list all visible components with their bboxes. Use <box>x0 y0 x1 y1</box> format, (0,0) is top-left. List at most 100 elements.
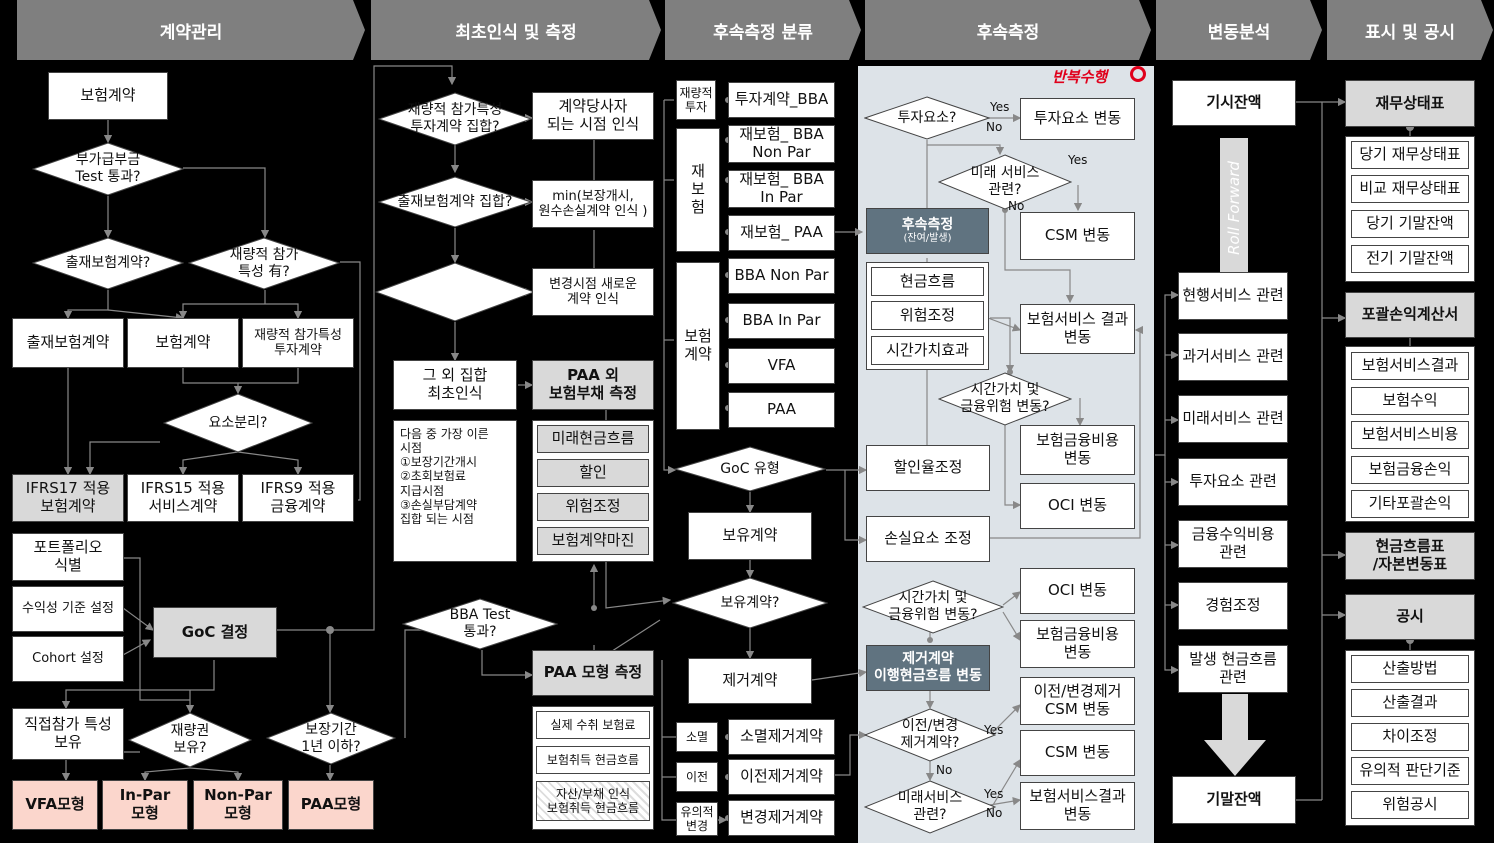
repeat-cycle-icon <box>1130 66 1146 82</box>
oci-change-box-2: OCI 변동 <box>1020 568 1135 614</box>
discount-adj-box: 할인율조정 <box>866 445 990 491</box>
disclosure-item: 산출결과 <box>1351 689 1469 717</box>
acquisition-cf-box: 보험취득 현금흐름 <box>536 746 650 774</box>
reinsurance-contract-box: 출재보험계약 <box>12 318 124 368</box>
discretionary-group-decision: 재량적 참가특성 투자계약 집합? <box>378 92 532 146</box>
ci-item: 보험서비스결과 <box>1351 352 1469 380</box>
header-change-analysis: 변동분석 <box>1156 0 1322 60</box>
disc-invest-label: 재량적 투자 <box>676 80 716 120</box>
removed-contract-box: 제거계약 <box>688 658 812 704</box>
invest-change-box: 투자요소 변동 <box>1020 98 1135 140</box>
invest-component-decision: 투자요소? <box>864 96 990 140</box>
held-contract-decision: 보유계약? <box>672 577 828 629</box>
time-value-box: 시간가치효과 <box>871 336 984 365</box>
subsequent-subtitle: (잔여/발생) <box>903 233 952 245</box>
fin-cost-change-box: 보험금융비용 변동 <box>1020 425 1135 475</box>
goc-type-decision: GoC 유형 <box>674 446 826 492</box>
reins-bba-nonpar-box: 재보험_ BBA Non Par <box>728 125 835 163</box>
paa-model-box: PAA모형 <box>288 780 374 830</box>
min-recognition-box: min(보장개시, 원수손실계약 인식 ) <box>532 180 654 228</box>
past-service-box: 과거서비스 관련 <box>1178 333 1288 381</box>
time-fin-risk-decision: 시간가치 및 금융위험 변동? <box>938 372 1072 426</box>
transfer-decision: 이전/변경 제거계약? <box>864 708 996 762</box>
invest-bba-box: 투자계약_BBA <box>728 82 835 118</box>
sfp-title-box: 재무상태표 <box>1345 80 1475 127</box>
future-service-box: 미래서비스 관련 <box>1178 395 1288 443</box>
ci-item: 보험금융손익 <box>1351 456 1469 484</box>
incurred-cf-box: 발생 현금흐름 관련 <box>1178 645 1288 693</box>
profitability-box: 수익성 기준 설정 <box>12 586 124 632</box>
held-contract-box: 보유계약 <box>688 512 812 560</box>
no-label-4: No <box>986 806 1003 820</box>
loss-adjust-box: 손실요소 조정 <box>866 516 990 562</box>
invest-related-box: 투자요소 관련 <box>1178 458 1288 506</box>
other-group-box: 그 외 집합 최초인식 <box>393 360 517 410</box>
party-recognition-box: 계약당사자 되는 시점 인식 <box>532 92 654 140</box>
yes-label-3: Yes <box>984 723 1004 737</box>
direct-participation-box: 직접참가 특성 보유 <box>12 708 124 760</box>
insurance-contract-box-2: 보험계약 <box>127 318 239 368</box>
no-label-2: No <box>1008 199 1025 213</box>
material-change-label: 유의적 변경 <box>676 802 718 836</box>
repeat-label: 반복수행 <box>1052 68 1108 86</box>
subsequent-measure-box: 후속측정 (잔여/발생) <box>866 208 989 254</box>
removed-cf-change-box: 제거계약 이행현금흐름 변동 <box>866 645 990 691</box>
bba-inpar-box: BBA In Par <box>728 303 835 339</box>
paa-measure-box: PAA 모형 측정 <box>532 650 654 696</box>
disclosure-item: 유의적 판단기준 <box>1351 757 1469 785</box>
paa-box: PAA <box>728 392 835 428</box>
csm-change-box-2: CSM 변동 <box>1020 730 1135 776</box>
oci-change-box: OCI 변동 <box>1020 483 1135 529</box>
time-fin-risk-decision-2: 시간가치 및 금융위험 변동? <box>862 580 1004 634</box>
ci-item: 보험수익 <box>1351 387 1469 415</box>
reinsurance-group-decision: 출재보험계약 집합? <box>378 176 532 228</box>
reins-paa-box: 재보험_ PAA <box>728 215 835 251</box>
cf-equity-title-box: 현금흐름표 /자본변동표 <box>1345 532 1475 580</box>
ci-title-box: 포괄손익계산서 <box>1345 292 1475 338</box>
discount-box: 할인 <box>537 459 649 487</box>
non-par-model-box: Non-Par 모형 <box>193 780 283 830</box>
surcharge-test-decision: 부가급부금 Test 통과? <box>32 142 184 196</box>
risk-adjustment-box: 위험조정 <box>537 493 649 521</box>
non-paa-measure-box: PAA 외 보험부채 측정 <box>532 360 654 410</box>
service-result-change-box-2: 보험서비스결과 변동 <box>1020 782 1135 830</box>
csm-change-box: CSM 변동 <box>1020 212 1135 260</box>
future-service-decision: 미래 서비스 관련? <box>938 154 1072 210</box>
disclosure-item: 산출방법 <box>1351 655 1469 683</box>
ifrs9-box: IFRS9 적용 금융계약 <box>242 474 354 522</box>
transfer-label: 이전 <box>676 762 718 792</box>
extinct-label: 소멸 <box>676 722 718 752</box>
in-par-model-box: In-Par 모형 <box>102 780 188 830</box>
reins-bba-inpar-box: 재보험_ BBA In Par <box>728 170 835 208</box>
roll-forward-arrow <box>1204 694 1266 776</box>
current-service-box: 현행서비스 관련 <box>1178 272 1288 320</box>
asset-liability-box: 자산/부채 인식 보험취득 현금흐름 <box>536 781 650 821</box>
actual-premium-box: 실제 수취 보험료 <box>536 711 650 739</box>
sfp-item: 당기 재무상태표 <box>1351 141 1469 169</box>
future-service-decision-2: 미래서비스 관련? <box>864 780 996 834</box>
closing-balance-box: 기말잔액 <box>1172 776 1296 824</box>
header-presentation: 표시 및 공시 <box>1327 0 1493 60</box>
sfp-item: 전기 기말잔액 <box>1351 245 1469 273</box>
fin-cost-change-box-2: 보험금융비용 변동 <box>1020 620 1135 668</box>
sfp-item: 비교 재무상태표 <box>1351 175 1469 203</box>
disclosure-title-box: 공시 <box>1345 594 1475 640</box>
header-initial-recognition: 최초인식 및 측정 <box>371 0 661 60</box>
fin-related-box: 금융수익비용 관련 <box>1178 520 1288 568</box>
yes-label-1: Yes <box>990 100 1010 114</box>
goc-decision-box: GoC 결정 <box>153 607 277 658</box>
service-result-change-box: 보험서비스 결과 변동 <box>1020 304 1135 354</box>
vfa-box: VFA <box>728 348 835 384</box>
ci-item: 기타포괄손익 <box>1351 490 1469 518</box>
discretion-decision: 재량권 보유? <box>128 712 252 768</box>
disclosure-item: 위험공시 <box>1351 791 1469 819</box>
ifrs17-box: IFRS17 적용 보험계약 <box>12 474 124 522</box>
sfp-item: 당기 기말잔액 <box>1351 210 1469 238</box>
extinct-contract-box: 소멸제거계약 <box>728 719 835 755</box>
discretionary-investment-box: 재량적 참가특성 투자계약 <box>242 318 354 368</box>
insurance-contract-box: 보험계약 <box>48 72 168 120</box>
yes-label-2: Yes <box>1068 153 1088 167</box>
separation-decision: 요소분리? <box>163 393 313 453</box>
bba-test-decision: BBA Test 통과? <box>402 598 558 650</box>
header-subsequent-measure: 후속측정 <box>865 0 1151 60</box>
